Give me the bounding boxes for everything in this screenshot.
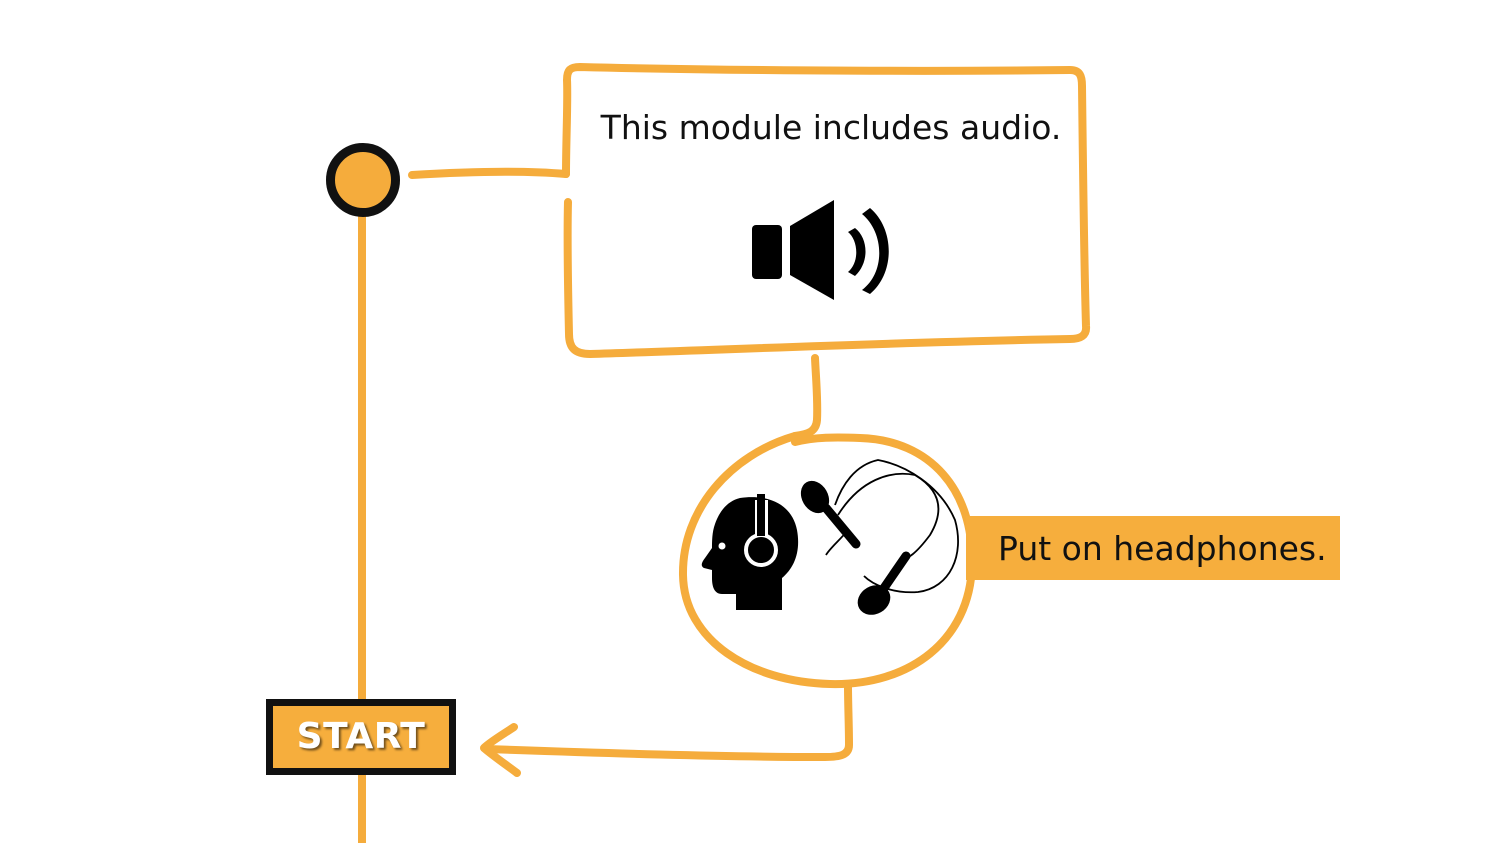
earbuds-icon [800, 459, 959, 615]
node-to-audio-connector [408, 167, 570, 179]
headphones-banner [966, 516, 1340, 580]
timeline-circle-node [326, 143, 400, 217]
headphones-instruction-text: Put on headphones. [998, 529, 1327, 568]
audio-to-headphones-connector [791, 354, 822, 440]
speaker-volume-icon [752, 200, 889, 300]
headphones-card-outline [678, 432, 977, 689]
audio-notice-text: This module includes audio. [600, 108, 1062, 147]
person-headset-icon [701, 494, 799, 610]
start-button-label: START [296, 716, 426, 757]
arrow-head [480, 723, 521, 777]
headphones-to-start-connector [482, 682, 853, 761]
timeline-line [358, 212, 366, 843]
start-button[interactable]: START [266, 699, 456, 775]
audio-card-outline [562, 63, 1091, 358]
